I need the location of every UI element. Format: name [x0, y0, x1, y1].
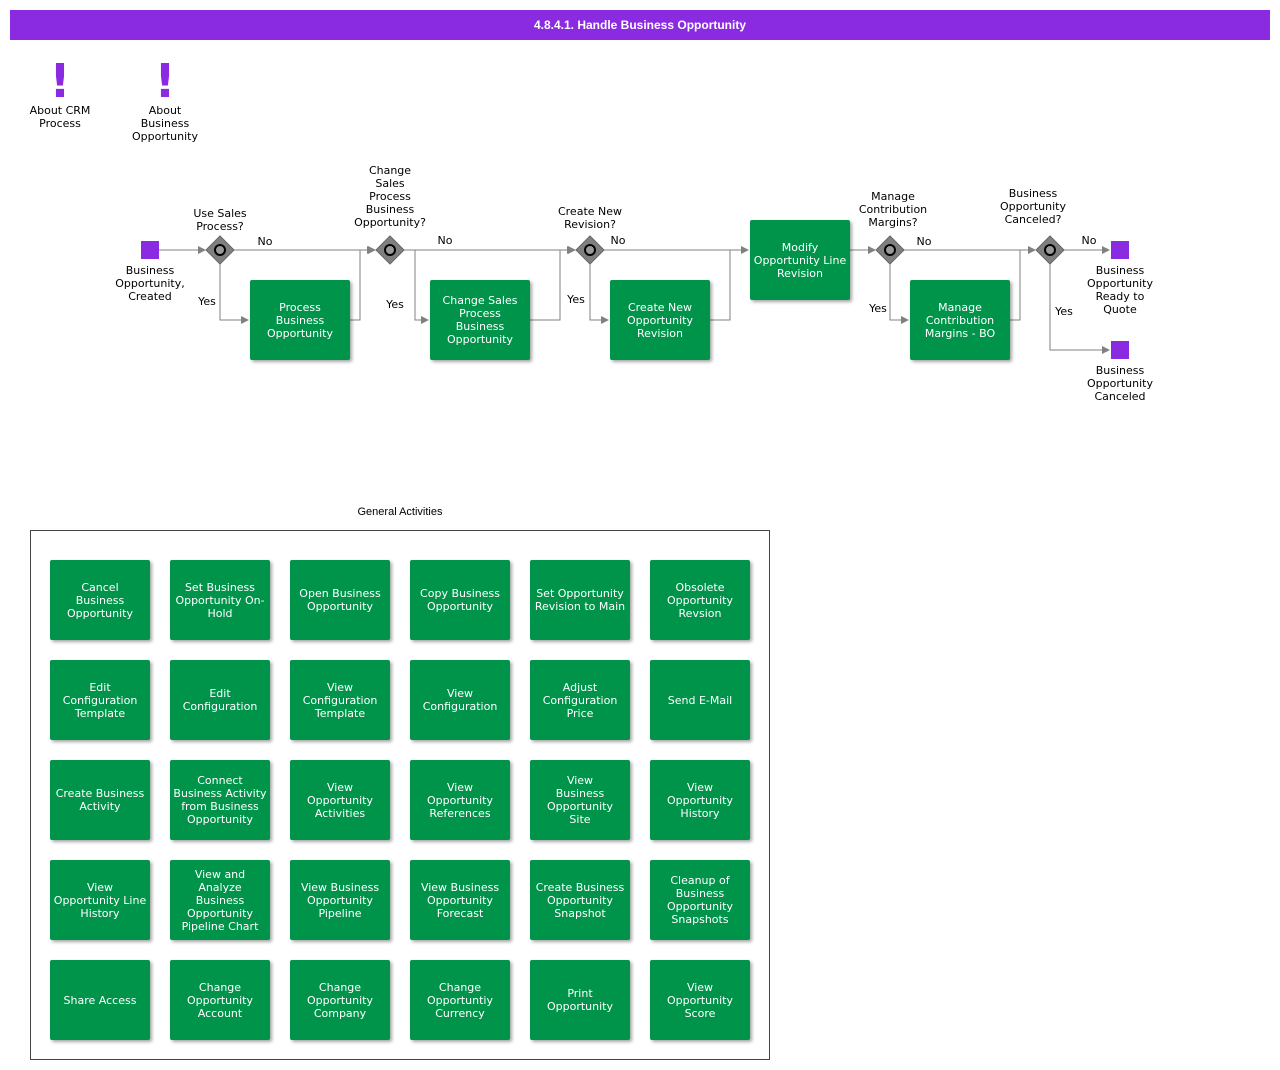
task-change-sales-process[interactable]: Change Sales Process Business Opportunit… — [430, 280, 530, 360]
activity-box[interactable]: Connect Business Activity from Business … — [170, 760, 270, 840]
gateway-yes-label: Yes — [567, 293, 585, 306]
activity-box[interactable]: Cancel Business Opportunity — [50, 560, 150, 640]
activity-box[interactable]: Send E-Mail — [650, 660, 750, 740]
gateway-no-label: No — [610, 234, 626, 247]
activity-box[interactable]: Create Business Opportunity Snapshot — [530, 860, 630, 940]
process-flow-connectors — [159, 235, 1110, 354]
end-event-canceled[interactable] — [1111, 341, 1129, 359]
gateway-question: Create New Revision? — [557, 205, 623, 231]
activity-box[interactable]: View Opportunity References — [410, 760, 510, 840]
task-manage-contribution-margins[interactable]: Manage Contribution Margins - BO — [910, 280, 1010, 360]
activity-box[interactable]: Change Opportunity Account — [170, 960, 270, 1040]
gateway-question: Change Sales Process Business Opportunit… — [354, 164, 426, 229]
activity-box[interactable]: Set Business Opportunity On- Hold — [170, 560, 270, 640]
gateways — [205, 235, 1065, 265]
activity-box[interactable]: Adjust Configuration Price — [530, 660, 630, 740]
activity-box[interactable]: Change Opportunity Company — [290, 960, 390, 1040]
activity-box[interactable]: View and Analyze Business Opportunity Pi… — [170, 860, 270, 940]
end-event-canceled-label: Business Opportunity Canceled — [1086, 364, 1153, 403]
gateway-no-label: No — [257, 235, 273, 248]
gateway-yes-label: Yes — [198, 295, 216, 308]
gateway-yes-label: Yes — [1055, 305, 1073, 318]
activity-box[interactable]: Obsolete Opportunity Revsion — [650, 560, 750, 640]
activity-box[interactable]: View Business Opportunity Forecast — [410, 860, 510, 940]
activity-box[interactable]: Create Business Activity — [50, 760, 150, 840]
gateway-no-label: No — [916, 235, 932, 248]
activity-box[interactable]: View Business Opportunity Pipeline — [290, 860, 390, 940]
task-create-new-revision[interactable]: Create New Opportunity Revision — [610, 280, 710, 360]
activity-box[interactable]: Open Business Opportunity — [290, 560, 390, 640]
activity-box[interactable]: Edit Configuration Template — [50, 660, 150, 740]
gateway-yes-label: Yes — [386, 298, 404, 311]
activity-box[interactable]: View Opportunity Activities — [290, 760, 390, 840]
activity-box[interactable]: View Business Opportunity Site — [530, 760, 630, 840]
end-event-ready-label: Business Opportunity Ready to Quote — [1086, 264, 1153, 316]
activity-box[interactable]: View Configuration Template — [290, 660, 390, 740]
note-label: About Business Opportunity — [131, 104, 198, 143]
activity-box[interactable]: Share Access — [50, 960, 150, 1040]
note-label: About CRM Process — [29, 104, 91, 130]
gateway-question: Business Opportunity Canceled? — [999, 187, 1066, 226]
activity-box[interactable]: Print Opportunity — [530, 960, 630, 1040]
activity-box[interactable]: Edit Configuration — [170, 660, 270, 740]
gateway-no-label: No — [1081, 234, 1097, 247]
activity-box[interactable]: Set Opportunity Revision to Main — [530, 560, 630, 640]
activity-box[interactable]: Change Opportuntiy Currency — [410, 960, 510, 1040]
gateway-no-label: No — [437, 234, 453, 247]
activity-box[interactable]: Copy Business Opportunity — [410, 560, 510, 640]
note-about-crm-process[interactable]: ! About CRM Process — [20, 58, 100, 130]
exclamation-icon: ! — [49, 54, 71, 108]
start-event[interactable] — [141, 241, 159, 259]
task-modify-opportunity-line[interactable]: Modify Opportunity Line Revision — [750, 220, 850, 300]
general-activities-frame — [30, 530, 770, 1060]
task-process-business-opportunity[interactable]: Process Business Opportunity — [250, 280, 350, 360]
activity-box[interactable]: View Opportunity History — [650, 760, 750, 840]
gateway-question: Use Sales Process? — [193, 207, 247, 233]
activity-box[interactable]: View Opportunity Score — [650, 960, 750, 1040]
gateway-question: Manage Contribution Margins? — [858, 190, 928, 229]
note-about-business-opportunity[interactable]: ! About Business Opportunity — [125, 58, 205, 143]
general-activities-title: General Activities — [357, 506, 443, 518]
activity-box[interactable]: View Configuration — [410, 660, 510, 740]
activity-box[interactable]: Cleanup of Business Opportunity Snapshot… — [650, 860, 750, 940]
gateway-yes-label: Yes — [869, 302, 887, 315]
activity-box[interactable]: View Opportunity Line History — [50, 860, 150, 940]
exclamation-icon: ! — [154, 54, 176, 108]
diagram-title: 4.8.4.1. Handle Business Opportunity — [10, 10, 1270, 40]
start-event-label: Business Opportunity, Created — [115, 264, 185, 303]
end-event-ready[interactable] — [1111, 241, 1129, 259]
